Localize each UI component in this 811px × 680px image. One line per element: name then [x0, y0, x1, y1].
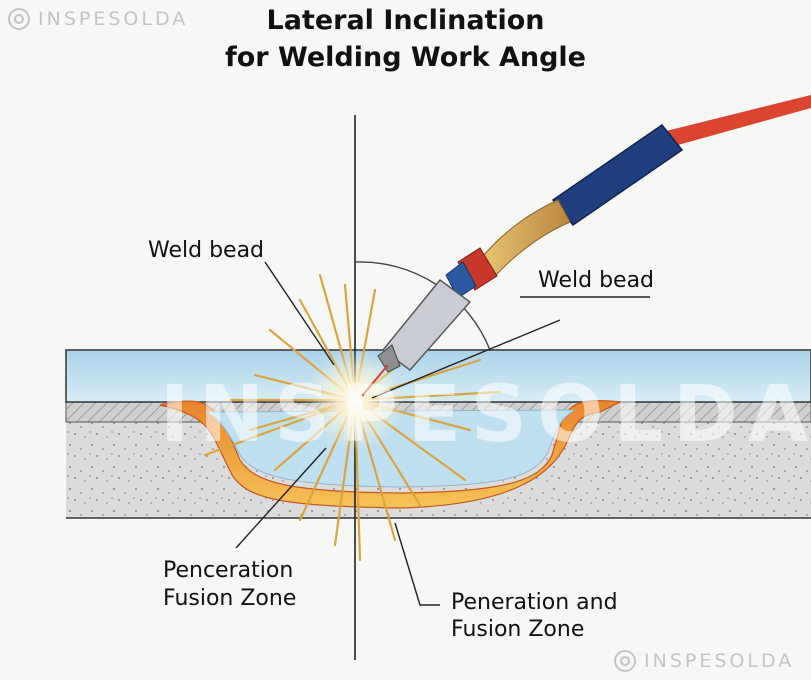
label-penetration-left-line2: Fusion Zone — [163, 586, 297, 611]
label-weld-bead-left: Weld bead — [148, 238, 265, 263]
title-line-1: Lateral Inclination — [266, 5, 545, 36]
title-line-2: for Welding Work Angle — [225, 42, 586, 73]
leader-penetration-left — [235, 447, 327, 549]
liquid-layer — [65, 349, 811, 403]
filler-wire — [361, 364, 389, 397]
label-penetration-right-line2: Fusion Zone — [451, 617, 585, 642]
torch-nozzle — [381, 279, 472, 371]
torch-gooseneck — [477, 199, 571, 276]
leader-penetration-right — [394, 522, 440, 606]
leader-weld-bead-left — [264, 261, 335, 366]
watermark-logo-top-left: INSPESOLDA — [6, 6, 188, 32]
watermark-text-center: INSPESOLDA — [160, 370, 811, 460]
torch-handle — [551, 123, 684, 227]
leader-weld-bead-right-2 — [371, 319, 561, 399]
welding-torch — [361, 95, 811, 397]
label-penetration-right-line1: Peneration and — [451, 590, 618, 615]
torch-cable — [650, 95, 811, 150]
diagram-title: Lateral Inclination for Welding Work Ang… — [0, 2, 811, 76]
watermark-text-top-left: INSPESOLDA — [38, 8, 189, 30]
label-weld-bead-right: Weld bead — [538, 268, 655, 293]
label-penetration-left-line1: Penceration — [163, 558, 294, 583]
watermark-icon — [8, 8, 30, 30]
watermark-text-bottom-right: INSPESOLDA — [644, 650, 795, 672]
torch-tip — [377, 344, 401, 373]
weld-pool — [204, 409, 576, 488]
fusion-zone — [159, 399, 623, 509]
watermark-logo-bottom-right: INSPESOLDA — [612, 648, 794, 674]
watermark-icon — [614, 650, 636, 672]
